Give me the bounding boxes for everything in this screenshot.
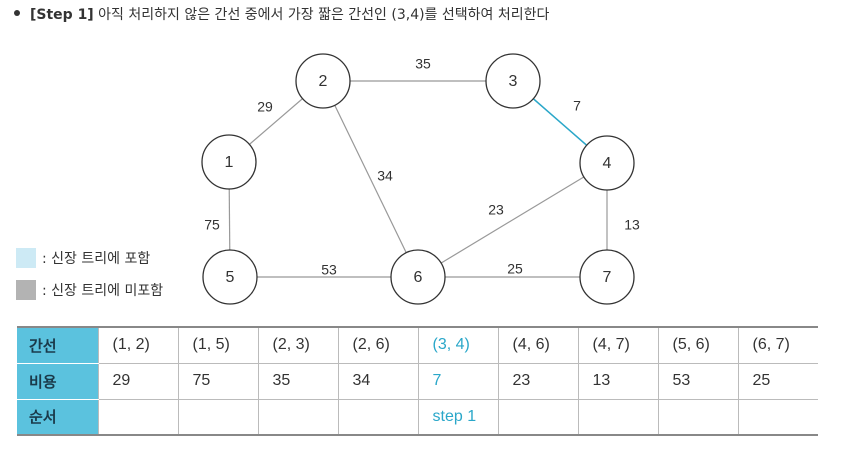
- table-cell: [497, 399, 578, 436]
- table-cell: 75: [177, 363, 258, 400]
- table-cell: [737, 399, 818, 436]
- table-cell: [177, 399, 258, 436]
- table-cell: step 1: [417, 399, 498, 436]
- edge-weight-2-3: 35: [415, 56, 431, 72]
- edge-weight-3-4: 7: [573, 98, 581, 114]
- node-5: [202, 249, 258, 305]
- table-cell: 53: [657, 363, 738, 400]
- table-cell: (1, 2): [97, 326, 178, 364]
- step-description: 아직 처리하지 않은 간선 중에서 가장 짧은 간선인 (3,4)를 선택하여 …: [98, 7, 550, 23]
- table-cell: 34: [337, 363, 418, 400]
- table-cell: 35: [257, 363, 338, 400]
- table-cell: (2, 6): [337, 326, 418, 364]
- row-header: 비용: [17, 363, 98, 400]
- step-heading: [Step 1] 아직 처리하지 않은 간선 중에서 가장 짧은 간선인 (3,…: [14, 4, 549, 24]
- legend-included: : 신장 트리에 포함: [16, 248, 150, 268]
- legend-swatch-included: [16, 248, 36, 268]
- legend-label-excluded: : 신장 트리에 미포함: [42, 283, 164, 299]
- edge-2-6: [322, 80, 419, 278]
- node-label-6: 6: [414, 269, 423, 286]
- edge-4-6: [417, 162, 608, 278]
- table-cell: (6, 7): [737, 326, 818, 364]
- node-1: [201, 134, 257, 190]
- node-label-3: 3: [509, 73, 518, 90]
- table-cell: 29: [97, 363, 178, 400]
- step-label: [Step 1]: [30, 7, 94, 23]
- table-cell: (1, 5): [177, 326, 258, 364]
- edge-table: 간선(1, 2)(1, 5)(2, 3)(2, 6)(3, 4)(4, 6)(4…: [17, 326, 818, 436]
- row-header: 간선: [17, 326, 98, 364]
- table-cell: [657, 399, 738, 436]
- order-row: 순서 step 1: [17, 399, 818, 436]
- row-header: 순서: [17, 399, 98, 436]
- node-label-4: 4: [603, 155, 612, 172]
- node-2: [295, 53, 351, 109]
- table-cell: (5, 6): [657, 326, 738, 364]
- table-cell: (4, 7): [577, 326, 658, 364]
- legend-swatch-excluded: [16, 280, 36, 300]
- table-cell: (2, 3): [257, 326, 338, 364]
- table-cell: 13: [577, 363, 658, 400]
- node-label-5: 5: [226, 269, 235, 286]
- table-cell: 25: [737, 363, 818, 400]
- node-7: [579, 249, 635, 305]
- edge-weight-1-5: 75: [204, 217, 220, 233]
- table-cell: 7: [417, 363, 498, 400]
- table-cell: (3, 4): [417, 326, 498, 364]
- table-cell: [577, 399, 658, 436]
- node-label-7: 7: [603, 269, 612, 286]
- edge-row: 간선(1, 2)(1, 5)(2, 3)(2, 6)(3, 4)(4, 6)(4…: [17, 326, 818, 364]
- edge-weight-5-6: 53: [321, 262, 337, 278]
- bullet-icon: [14, 10, 20, 16]
- edge-weight-4-7: 13: [624, 217, 640, 233]
- table-cell: [337, 399, 418, 436]
- edge-weight-1-2: 29: [257, 99, 273, 115]
- node-label-2: 2: [319, 73, 328, 90]
- edge-weight-6-7: 25: [507, 261, 523, 277]
- table-cell: [97, 399, 178, 436]
- legend-excluded: : 신장 트리에 미포함: [16, 280, 163, 300]
- table-cell: 23: [497, 363, 578, 400]
- edge-weight-4-6: 23: [488, 202, 504, 218]
- legend-label-included: : 신장 트리에 포함: [42, 251, 151, 267]
- node-6: [390, 249, 446, 305]
- table-cell: (4, 6): [497, 326, 578, 364]
- table-cell: [257, 399, 338, 436]
- node-4: [579, 135, 635, 191]
- node-label-1: 1: [225, 154, 234, 171]
- edge-weight-2-6: 34: [377, 168, 393, 184]
- node-3: [485, 53, 541, 109]
